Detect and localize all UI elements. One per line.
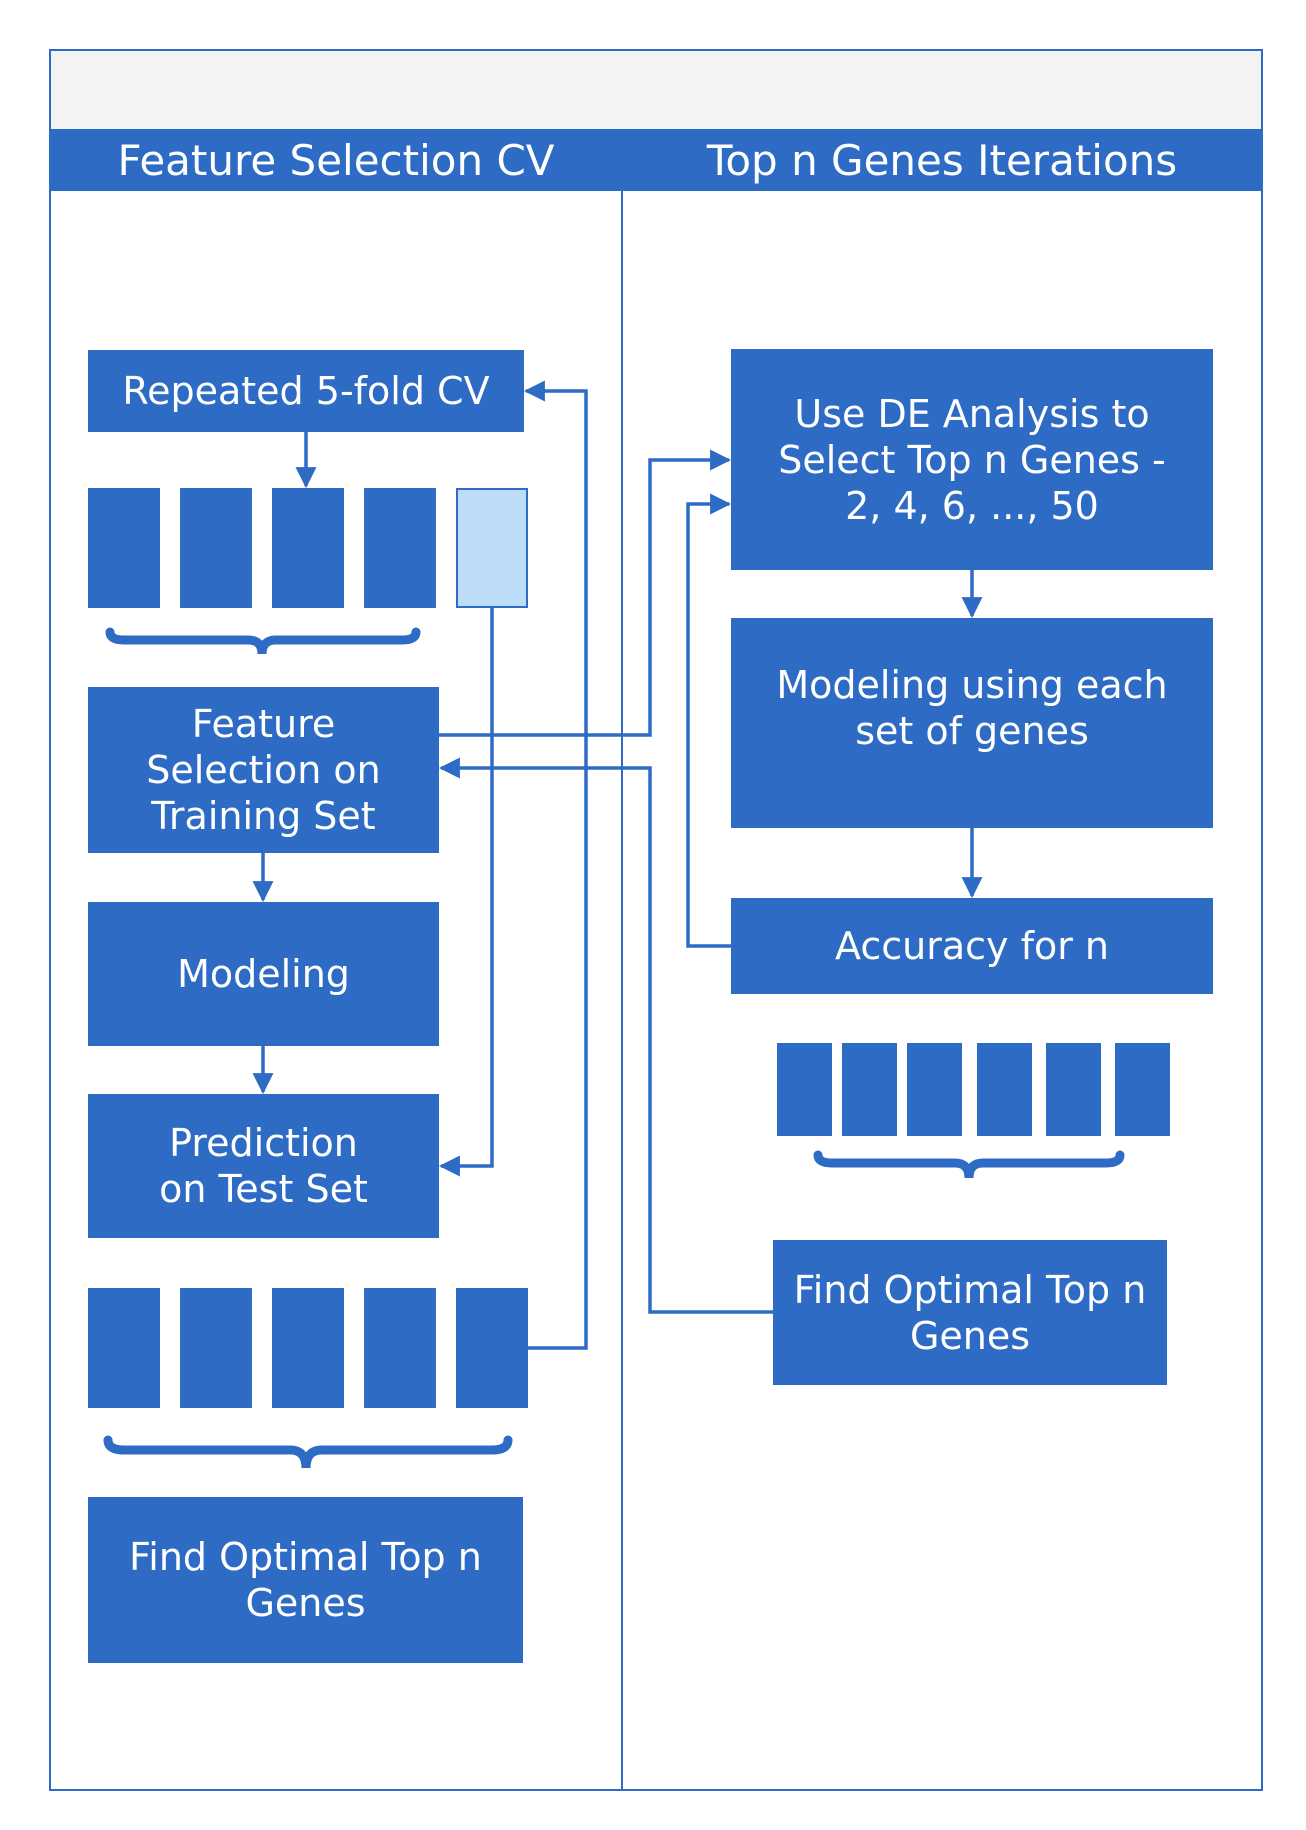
- repeated-5-fold-cv-box[interactable]: Repeated 5-fold CV: [88, 350, 524, 432]
- de-analysis-box[interactable]: Use DE Analysis to Select Top n Genes - …: [731, 349, 1213, 570]
- modeling-box[interactable]: Modeling: [88, 902, 439, 1046]
- brace-train-folds: [105, 627, 421, 655]
- accuracy-result-4: [977, 1043, 1032, 1136]
- lane-divider: [621, 129, 623, 1790]
- accuracy-result-5: [1046, 1043, 1101, 1136]
- brace-accuracy-results: [813, 1150, 1125, 1179]
- feature-selection-training-box[interactable]: Feature Selection on Training Set: [88, 687, 439, 853]
- lane-header-top-n-genes: Top n Genes Iterations: [623, 129, 1261, 191]
- prediction-test-set-box[interactable]: Prediction on Test Set: [88, 1094, 439, 1238]
- cv-result-4: [364, 1288, 436, 1408]
- arrow-findopt-to-fs: [438, 757, 773, 1314]
- cv-result-3: [272, 1288, 344, 1408]
- cv-result-1: [88, 1288, 160, 1408]
- train-fold-3: [272, 488, 344, 608]
- brace-cv-results: [103, 1435, 513, 1469]
- arrow-fs-to-de: [439, 449, 732, 737]
- train-fold-4: [364, 488, 436, 608]
- train-fold-2: [180, 488, 252, 608]
- accuracy-for-n-box[interactable]: Accuracy for n: [731, 898, 1213, 994]
- accuracy-result-2: [842, 1043, 897, 1136]
- accuracy-result-1: [777, 1043, 832, 1136]
- find-optimal-right-box[interactable]: Find Optimal Top n Genes: [773, 1240, 1167, 1385]
- train-fold-1: [88, 488, 160, 608]
- cv-result-5: [456, 1288, 528, 1408]
- top-band: [51, 51, 1261, 129]
- arrow-testfold-to-prediction: [438, 608, 494, 1177]
- test-fold: [456, 488, 528, 608]
- cv-result-2: [180, 1288, 252, 1408]
- arrow-repeat-loop: [523, 380, 588, 1350]
- find-optimal-left-box[interactable]: Find Optimal Top n Genes: [88, 1497, 523, 1663]
- lane-header-feature-selection-cv: Feature Selection CV: [51, 129, 621, 191]
- modeling-each-set-box[interactable]: Modeling using each set of genes: [731, 618, 1213, 828]
- accuracy-result-3: [907, 1043, 962, 1136]
- arrow-accuracy-loop: [686, 493, 732, 948]
- accuracy-result-6: [1115, 1043, 1170, 1136]
